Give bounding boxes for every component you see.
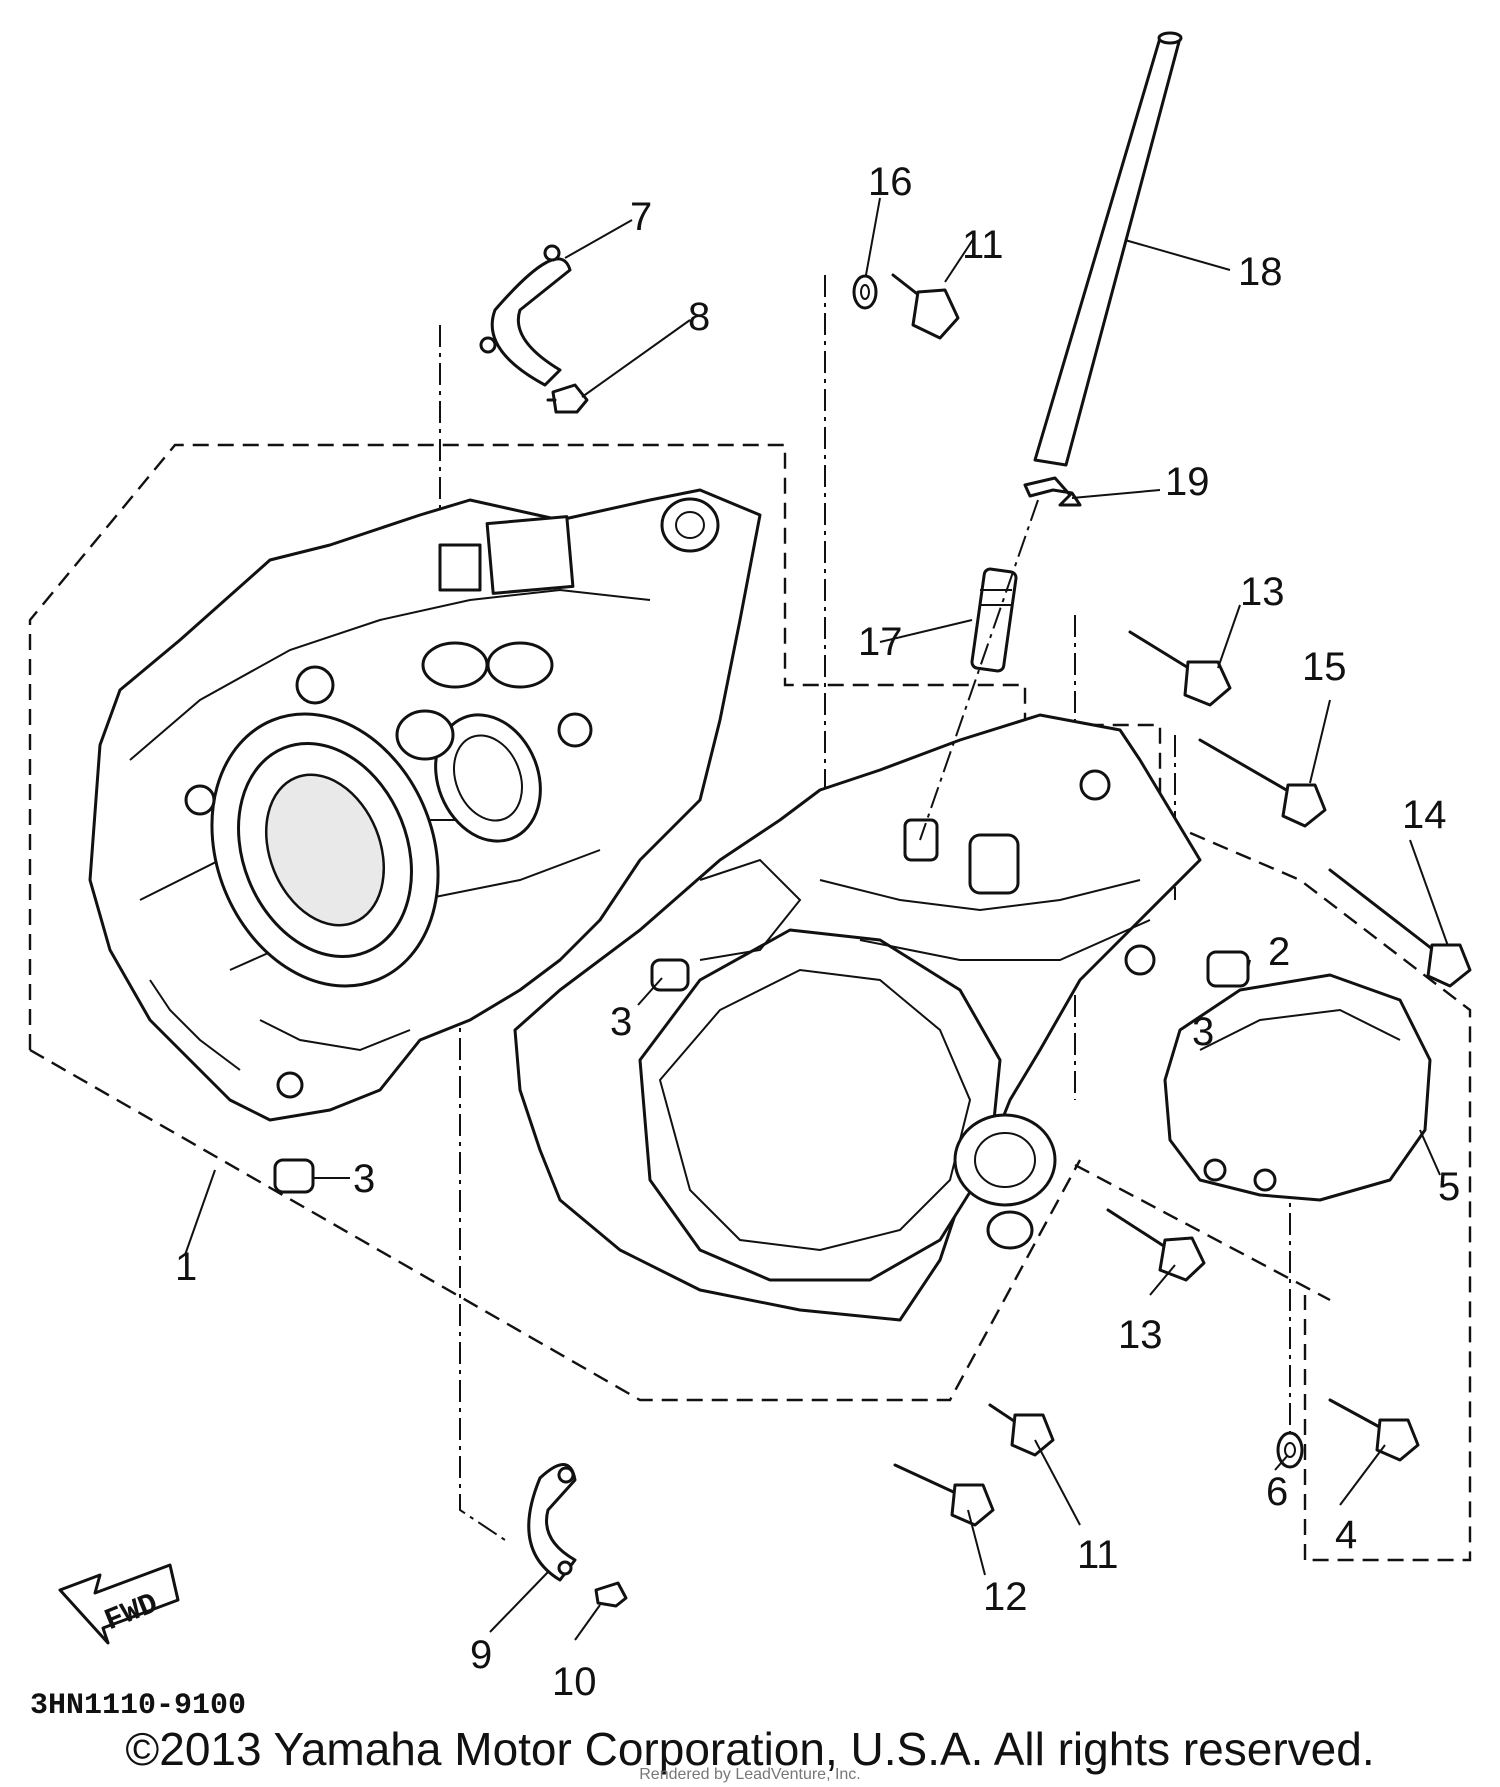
callout-3: 3	[1192, 1010, 1214, 1054]
callout-11: 11	[1077, 1533, 1119, 1577]
callout-13: 13	[1118, 1313, 1163, 1357]
callout-11: 11	[962, 223, 1004, 267]
bolts	[891, 273, 1472, 1527]
right-crankcase	[513, 713, 1202, 1322]
callout-1: 1	[175, 1245, 197, 1289]
callout-18: 18	[1238, 250, 1283, 294]
callout-15: 15	[1302, 645, 1347, 689]
callout-14: 14	[1402, 793, 1447, 837]
callout-2: 2	[1268, 930, 1290, 974]
copyright-notice: ©2013 Yamaha Motor Corporation, U.S.A. A…	[125, 1723, 1375, 1775]
bracket-7	[479, 244, 589, 414]
leader-lines	[184, 197, 1449, 1641]
callout-3: 3	[353, 1157, 375, 1201]
callout-19: 19	[1165, 460, 1210, 504]
callout-16: 16	[868, 160, 913, 204]
callout-labels: 1 2 3 3 3 4 5 6 7 8 9 10 11 11 12 13 13 …	[175, 160, 1460, 1704]
callout-4: 4	[1335, 1513, 1357, 1557]
callout-5: 5	[1438, 1165, 1460, 1209]
callout-7: 7	[630, 195, 652, 239]
callout-9: 9	[470, 1633, 492, 1677]
callout-17: 17	[858, 620, 903, 664]
breather-hose-assembly	[919, 31, 1183, 841]
callout-12: 12	[983, 1575, 1028, 1619]
callout-8: 8	[688, 295, 710, 339]
dowel-pins	[273, 950, 1250, 1194]
callout-10: 10	[552, 1660, 597, 1704]
rendered-by-credit: Rendered by LeadVenture, Inc.	[639, 1766, 861, 1783]
part-code: 3HN1110-9100	[30, 1689, 246, 1723]
left-crankcase	[88, 488, 762, 1122]
callout-6: 6	[1266, 1470, 1288, 1514]
callout-13: 13	[1240, 570, 1285, 614]
side-cover	[1163, 973, 1432, 1202]
fwd-arrow: FWD	[58, 1563, 180, 1645]
bracket-9	[527, 1463, 628, 1608]
callout-3: 3	[610, 1000, 632, 1044]
